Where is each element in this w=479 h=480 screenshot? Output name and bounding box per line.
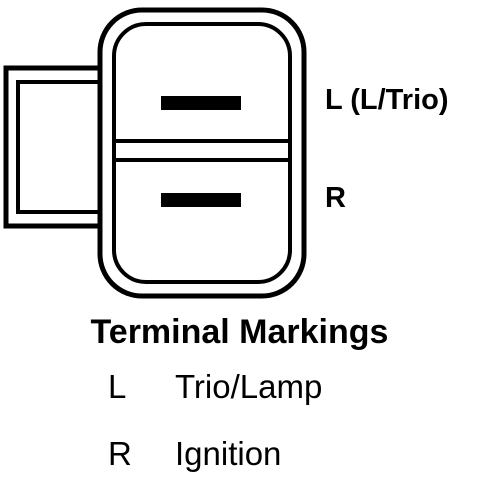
terminal-blade-r	[161, 193, 241, 207]
terminal-label-r: R	[325, 182, 346, 214]
terminal-blade-l	[161, 96, 241, 110]
legend-title: Terminal Markings	[90, 313, 389, 351]
legend-description: Ignition	[175, 435, 282, 472]
locking-tab-inner	[16, 80, 120, 214]
legend-description: Trio/Lamp	[175, 368, 323, 405]
legend-code: R	[108, 435, 132, 472]
legend-row: L Trio/Lamp	[0, 370, 479, 410]
terminal-label-l: L (L/Trio)	[325, 84, 449, 116]
locking-tab	[3, 65, 120, 229]
legend-code: L	[108, 368, 127, 405]
legend-row: R Ignition	[0, 437, 479, 477]
connector-housing-inner	[112, 22, 292, 284]
